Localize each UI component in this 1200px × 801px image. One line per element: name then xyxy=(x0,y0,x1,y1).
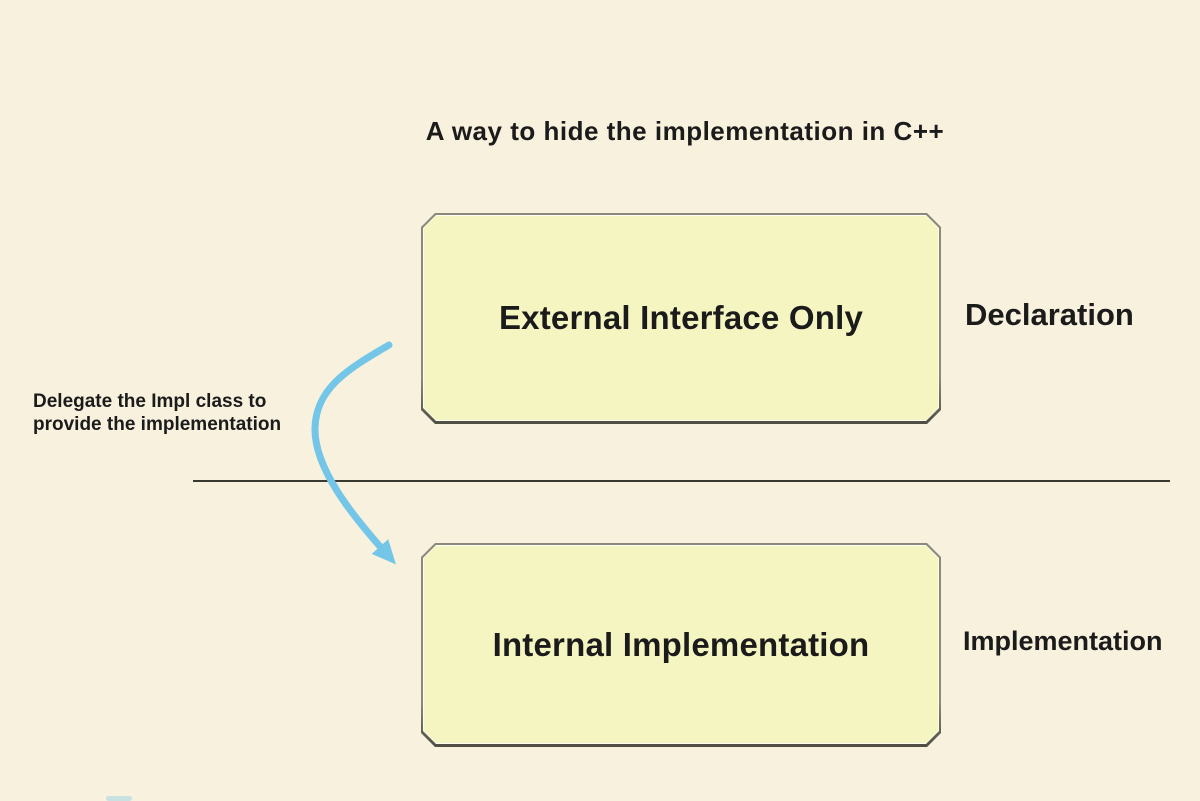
external-interface-box-label: External Interface Only xyxy=(498,299,864,336)
diagram-title: A way to hide the implementation in C++ xyxy=(425,116,945,146)
arrow-curve xyxy=(311,341,396,565)
external-interface-box-fill: External Interface Only xyxy=(424,216,938,420)
internal-implementation-box-fill: Internal Implementation xyxy=(424,546,938,743)
internal-implementation-box-label: Internal Implementation xyxy=(492,625,870,663)
arrow-annotation-line2: provide the implementation xyxy=(33,414,282,435)
section-divider xyxy=(193,480,1170,482)
implementation-side-label: Implementation xyxy=(963,626,1163,656)
internal-implementation-box-border-highlight: Internal Implementation xyxy=(423,545,939,744)
internal-implementation-box: Internal Implementation xyxy=(421,543,941,747)
external-interface-box-border-highlight: External Interface Only xyxy=(423,215,939,421)
declaration-side-label: Declaration xyxy=(965,297,1134,332)
external-interface-box: External Interface Only xyxy=(421,213,941,424)
arrow-annotation-line1: Delegate the Impl class to xyxy=(33,391,267,412)
bottom-edge-artifact xyxy=(106,796,132,801)
arrow-annotation: Delegate the Impl class to provide the i… xyxy=(33,390,281,436)
